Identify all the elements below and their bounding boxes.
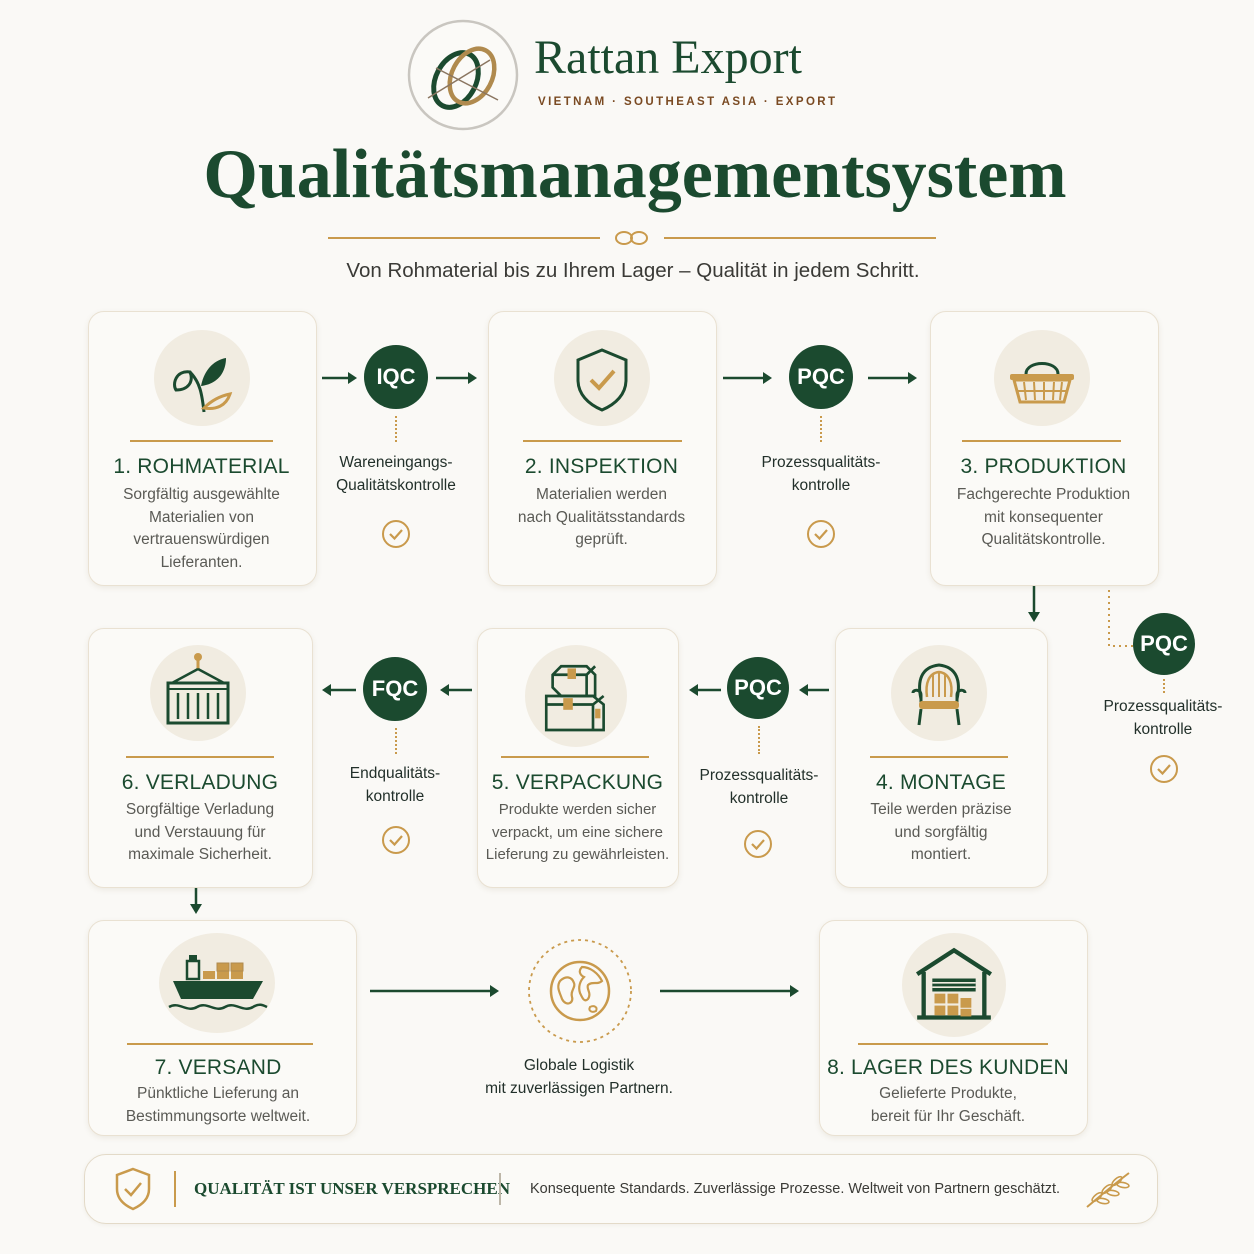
check-circle-icon	[744, 830, 772, 858]
qc-label: Endqualitäts-kontrolle	[349, 765, 441, 805]
card-rule	[523, 440, 682, 442]
flow-arrow	[370, 985, 499, 997]
flow-arrow	[322, 684, 356, 696]
qc-label: Prozessqualitäts-kontrolle	[1103, 698, 1223, 738]
step-title: 2. INSPEKTION	[524, 455, 679, 478]
step-card-lager-des-kunden: 8. LAGER DES KUNDEN Gelieferte Produkte,…	[819, 920, 1088, 1136]
brand-name: Rattan Export	[534, 31, 802, 84]
chair-icon	[891, 645, 987, 741]
flow-arrow	[322, 372, 357, 384]
qc-label: Wareneingangs-Qualitätskontrolle	[336, 454, 456, 494]
check-circle-icon	[382, 826, 410, 854]
globe-icon	[526, 937, 634, 1045]
check-circle-icon	[382, 520, 410, 548]
flow-arrow	[1028, 586, 1040, 622]
flow-arrow	[868, 372, 917, 384]
laurel-branch-icon	[1086, 1172, 1130, 1208]
flow-arrow	[799, 684, 829, 696]
page-title: Qualitätsmanagementsystem	[203, 136, 1067, 213]
qc-badge-iqc: IQC	[364, 345, 428, 409]
flow-arrow	[689, 684, 721, 696]
dotted-connector	[395, 416, 397, 442]
card-rule	[962, 440, 1121, 442]
step-desc: Gelieferte Produkte,bereit für Ihr Gesch…	[870, 1085, 1026, 1125]
step-title: 3. PRODUKTION	[960, 455, 1127, 478]
card-rule	[127, 1043, 313, 1045]
check-circle-icon	[1150, 755, 1178, 783]
flow-arrow	[190, 888, 202, 914]
warehouse-icon	[902, 933, 1006, 1037]
card-rule	[870, 756, 1008, 758]
shield-check-icon	[554, 330, 650, 426]
flow-arrow	[436, 372, 477, 384]
brand-tagline: VIETNAM · SOUTHEAST ASIA · EXPORT	[538, 96, 838, 108]
ship-icon	[159, 933, 275, 1033]
dotted-connector	[1108, 590, 1134, 647]
qc-badge-pqc: PQC	[789, 345, 853, 409]
footer-divider	[499, 1173, 501, 1205]
footer-divider	[174, 1171, 176, 1207]
page-subtitle: Von Rohmaterial bis zu Ihrem Lager – Qua…	[346, 259, 920, 282]
step-title: 5. VERPACKUNG	[491, 771, 664, 794]
card-rule	[858, 1043, 1048, 1045]
step-title: 1. ROHMATERIAL	[113, 455, 290, 478]
shield-check-icon	[115, 1167, 151, 1211]
qc-label: Prozessqualitäts-kontrolle	[761, 454, 881, 494]
flow-arrow	[660, 985, 799, 997]
dotted-connector	[395, 728, 397, 754]
qc-badge-fqc: FQC	[363, 657, 427, 721]
footer-promise: QUALITÄT IST UNSER VERSPRECHEN	[194, 1179, 511, 1198]
check-circle-icon	[807, 520, 835, 548]
qc-badge-pqc: PQC	[1133, 613, 1195, 675]
flow-arrow	[440, 684, 472, 696]
container-icon	[150, 645, 246, 741]
boxes-icon	[525, 645, 627, 747]
leaf-icon	[154, 330, 250, 426]
card-rule	[130, 440, 273, 442]
footer-text: Konsequente Standards. Zuverlässige Proz…	[530, 1181, 1061, 1197]
footer-banner: QUALITÄT IST UNSER VERSPRECHEN Konsequen…	[84, 1154, 1158, 1224]
step-title: 7. VERSAND	[154, 1056, 282, 1079]
basket-icon	[994, 330, 1090, 426]
title-divider	[328, 226, 936, 250]
logo-emblem	[406, 18, 520, 132]
step-title: 8. LAGER DES KUNDEN	[827, 1056, 1069, 1079]
dotted-connector	[820, 416, 822, 442]
step-title: 6. VERLADUNG	[121, 771, 279, 794]
qc-label: Prozessqualitäts-kontrolle	[699, 767, 819, 807]
card-rule	[126, 756, 274, 758]
flow-arrow	[723, 372, 772, 384]
qc-badge-pqc: PQC	[727, 657, 789, 719]
card-rule	[501, 756, 649, 758]
dotted-connector	[758, 726, 760, 754]
dotted-connector	[1163, 679, 1165, 693]
step-title: 4. MONTAGE	[876, 771, 1006, 794]
